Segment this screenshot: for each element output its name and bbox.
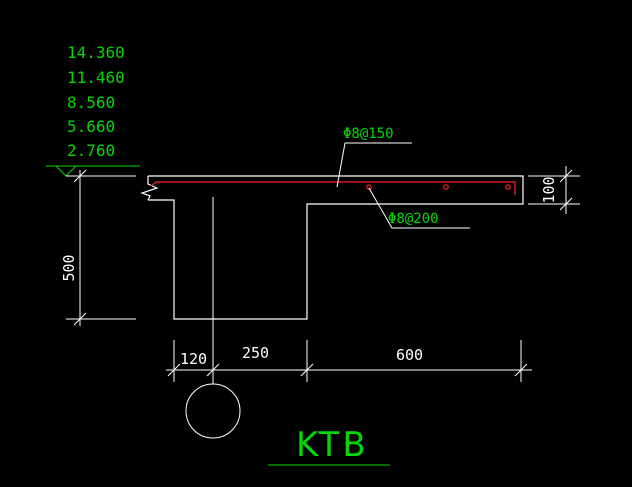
drawing-title: KTB [296,425,369,465]
dim-600-label: 600 [396,346,423,364]
height-dim-label: 500 [60,254,78,281]
elevation-text: 11.460 [67,68,125,87]
elevation-marker [46,165,140,177]
dim-250-label: 250 [242,344,269,362]
grid-axis [185,197,241,439]
axis-bubble [185,383,241,439]
rebar-leaders [336,142,470,229]
slab-rebar [150,181,516,195]
rebar-bottom-label: Φ8@200 [388,211,439,227]
section-outline [140,175,524,320]
elevation-text: 2.760 [67,141,115,160]
slab-thickness-label: 100 [540,176,558,203]
elevation-text: 8.560 [67,93,115,112]
elevation-text: 14.360 [67,43,125,62]
bottom-dimension [166,340,532,382]
slab-thickness-dimension [528,166,580,214]
elevation-list: 14.360 11.460 8.560 5.660 2.760 [67,43,125,160]
elevation-text: 5.660 [67,117,115,136]
dim-120-label: 120 [180,350,207,368]
height-dimension [66,169,136,326]
rebar-top-label: Φ8@150 [343,126,394,142]
